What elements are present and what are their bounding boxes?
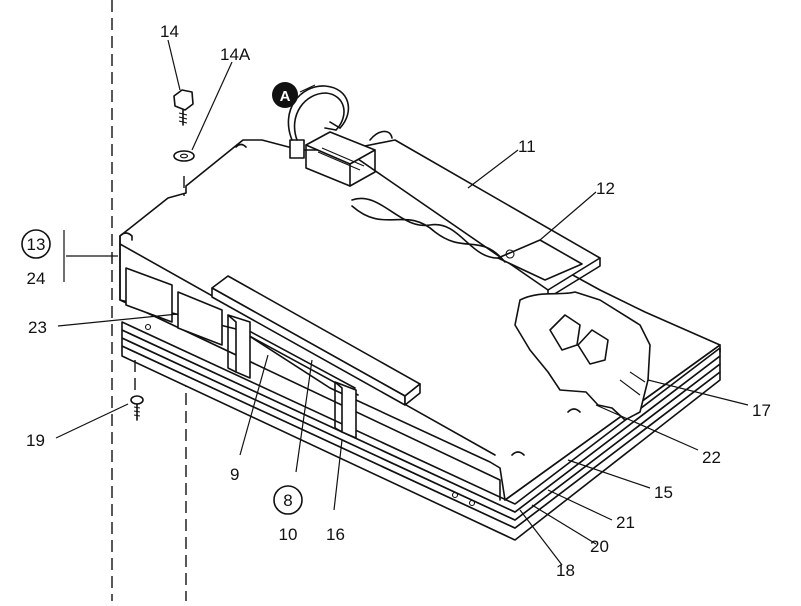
screw-19 <box>130 360 144 421</box>
callout-9: 9 <box>230 465 239 484</box>
reference-marker-a: A <box>272 82 316 108</box>
callout-15: 15 <box>654 483 673 502</box>
callout-8-circle <box>273 485 303 515</box>
screw-14 <box>173 89 194 126</box>
callout-19: 19 <box>26 431 45 450</box>
callout-16: 16 <box>326 525 345 544</box>
callout-18: 18 <box>556 561 575 580</box>
connector-block <box>287 85 393 187</box>
callout-8: 8 <box>283 491 292 510</box>
callout-21: 21 <box>616 513 635 532</box>
callout-13: 13 <box>27 235 46 254</box>
callout-22: 22 <box>702 448 721 467</box>
base-plate-stack <box>121 321 721 541</box>
chassis-cover <box>119 139 721 501</box>
cutaway-section <box>514 291 651 421</box>
callout-12: 12 <box>596 179 615 198</box>
front-panel-windows <box>125 267 223 346</box>
callout-10: 10 <box>279 525 298 544</box>
callout-a: A <box>280 88 291 105</box>
callout-17: 17 <box>752 401 771 420</box>
callout-13-circle <box>21 229 51 259</box>
callout-20: 20 <box>590 537 609 556</box>
leader-lines <box>55 39 749 566</box>
twisted-cable <box>351 197 506 263</box>
callout-11: 11 <box>518 137 536 156</box>
callout-14: 14 <box>160 22 179 41</box>
callout-24: 24 <box>27 269 46 288</box>
handle-assembly <box>211 275 421 439</box>
washer-14a <box>173 150 195 196</box>
callout-23: 23 <box>28 318 47 337</box>
callout-14a: 14A <box>220 45 251 64</box>
